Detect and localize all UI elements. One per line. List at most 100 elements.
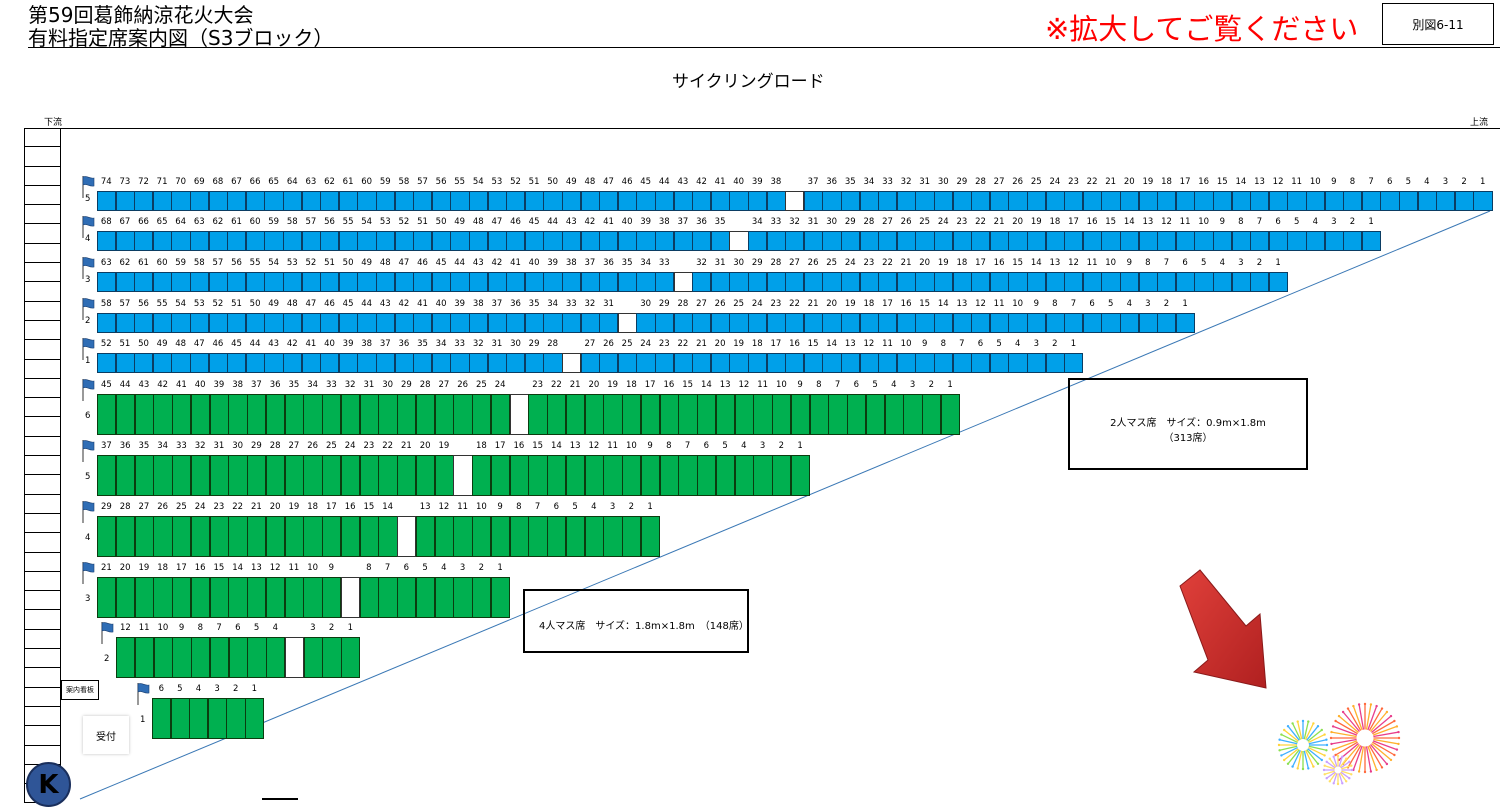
- seat[interactable]: [190, 353, 210, 373]
- seat[interactable]: [715, 455, 736, 496]
- seat[interactable]: [543, 353, 563, 373]
- seat[interactable]: [434, 516, 454, 557]
- seat[interactable]: [208, 191, 228, 211]
- seat[interactable]: [584, 455, 604, 496]
- seat[interactable]: [934, 191, 954, 211]
- seat[interactable]: [134, 353, 154, 373]
- seat[interactable]: [1082, 272, 1102, 292]
- seat[interactable]: [208, 313, 228, 333]
- seat[interactable]: [301, 353, 321, 373]
- seat[interactable]: [1045, 272, 1065, 292]
- seat[interactable]: [859, 272, 879, 292]
- seat[interactable]: [506, 313, 526, 333]
- seat[interactable]: [547, 516, 567, 557]
- seat[interactable]: [915, 272, 935, 292]
- seat[interactable]: [265, 394, 286, 435]
- seat[interactable]: [915, 313, 935, 333]
- seat[interactable]: [1045, 313, 1065, 333]
- seat[interactable]: [1361, 231, 1381, 251]
- seat[interactable]: [189, 698, 209, 739]
- seat[interactable]: [734, 394, 754, 435]
- seat[interactable]: [636, 272, 656, 292]
- seat[interactable]: [1213, 231, 1233, 251]
- seat[interactable]: [565, 516, 586, 557]
- seat[interactable]: [528, 455, 548, 496]
- seat[interactable]: [1157, 231, 1177, 251]
- seat[interactable]: [152, 191, 172, 211]
- seat[interactable]: [190, 272, 210, 292]
- seat[interactable]: [580, 191, 600, 211]
- seat[interactable]: [859, 191, 879, 211]
- seat[interactable]: [227, 231, 247, 251]
- seat[interactable]: [1343, 191, 1363, 211]
- seat[interactable]: [1120, 272, 1140, 292]
- seat[interactable]: [822, 191, 842, 211]
- seat[interactable]: [378, 455, 398, 496]
- seat[interactable]: [434, 577, 454, 618]
- seat[interactable]: [322, 577, 342, 618]
- seat[interactable]: [710, 353, 730, 373]
- seat[interactable]: [209, 577, 229, 618]
- seat[interactable]: [97, 353, 117, 373]
- seat[interactable]: [1120, 313, 1140, 333]
- seat[interactable]: [841, 272, 861, 292]
- seat[interactable]: [376, 231, 396, 251]
- seat[interactable]: [245, 313, 265, 333]
- seat[interactable]: [450, 272, 470, 292]
- seat[interactable]: [1008, 191, 1028, 211]
- seat[interactable]: [303, 577, 323, 618]
- seat[interactable]: [971, 313, 991, 333]
- seat[interactable]: [896, 191, 916, 211]
- seat[interactable]: [115, 231, 135, 251]
- seat[interactable]: [397, 577, 417, 618]
- seat[interactable]: [1194, 191, 1214, 211]
- seat[interactable]: [190, 577, 211, 618]
- seat[interactable]: [1101, 313, 1121, 333]
- seat[interactable]: [265, 516, 286, 557]
- seat[interactable]: [227, 353, 247, 373]
- seat[interactable]: [878, 272, 898, 292]
- seat[interactable]: [729, 191, 749, 211]
- seat[interactable]: [134, 637, 155, 678]
- seat[interactable]: [97, 394, 117, 435]
- seat[interactable]: [208, 272, 228, 292]
- seat[interactable]: [822, 231, 842, 251]
- seat[interactable]: [264, 313, 284, 333]
- seat[interactable]: [153, 516, 173, 557]
- seat[interactable]: [562, 272, 582, 292]
- seat[interactable]: [896, 231, 916, 251]
- seat[interactable]: [450, 231, 470, 251]
- seat[interactable]: [622, 394, 642, 435]
- seat[interactable]: [171, 272, 191, 292]
- seat[interactable]: [1268, 191, 1288, 211]
- seat[interactable]: [547, 455, 567, 496]
- seat[interactable]: [376, 353, 396, 373]
- seat[interactable]: [413, 353, 433, 373]
- seat[interactable]: [490, 577, 511, 618]
- seat[interactable]: [378, 394, 398, 435]
- seat[interactable]: [640, 394, 661, 435]
- seat[interactable]: [134, 577, 154, 618]
- seat[interactable]: [227, 191, 247, 211]
- seat[interactable]: [952, 353, 972, 373]
- seat[interactable]: [376, 191, 396, 211]
- seat[interactable]: [1008, 313, 1028, 333]
- seat[interactable]: [264, 353, 284, 373]
- seat[interactable]: [264, 272, 284, 292]
- seat[interactable]: [413, 231, 433, 251]
- seat[interactable]: [115, 394, 136, 435]
- seat[interactable]: [859, 353, 879, 373]
- seat[interactable]: [265, 577, 286, 618]
- seat[interactable]: [284, 394, 304, 435]
- seat[interactable]: [562, 191, 582, 211]
- seat[interactable]: [934, 313, 954, 333]
- seat[interactable]: [896, 313, 916, 333]
- seat[interactable]: [453, 394, 473, 435]
- seat[interactable]: [1287, 231, 1307, 251]
- seat[interactable]: [543, 272, 563, 292]
- seat[interactable]: [208, 353, 228, 373]
- seat[interactable]: [748, 353, 768, 373]
- seat[interactable]: [301, 231, 321, 251]
- seat[interactable]: [152, 698, 172, 739]
- seat[interactable]: [524, 353, 544, 373]
